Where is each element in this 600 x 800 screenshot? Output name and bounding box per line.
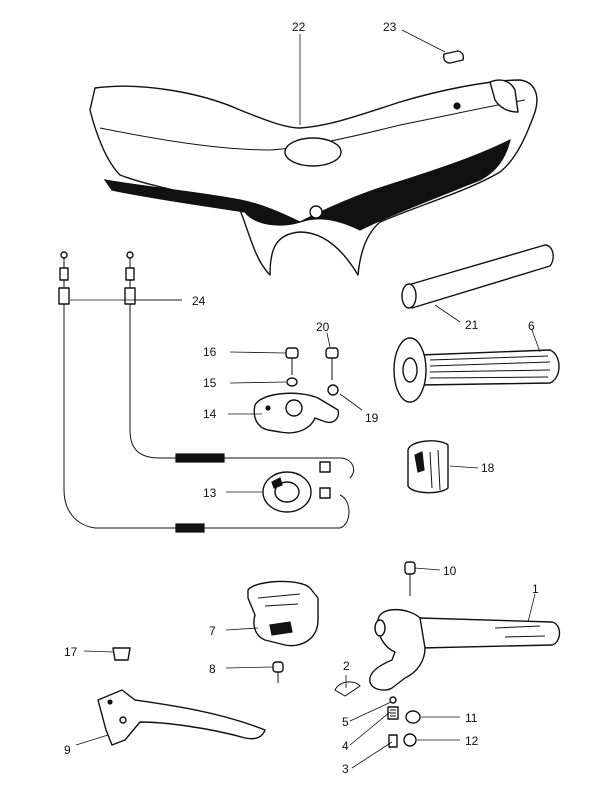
leader-lines xyxy=(70,29,541,769)
throttle-small-parts xyxy=(334,681,421,748)
callout-19: 19 xyxy=(365,411,379,425)
brake-lever-part xyxy=(97,689,266,746)
screws-washers-part xyxy=(285,347,339,396)
callout-labels: 22 23 24 21 6 20 16 15 14 19 18 13 10 1 … xyxy=(64,20,539,776)
callout-4: 4 xyxy=(342,739,349,753)
callout-8: 8 xyxy=(209,662,216,676)
throttle-tube-part xyxy=(401,244,554,309)
lever-pin-part xyxy=(112,647,131,661)
callout-7: 7 xyxy=(209,624,216,638)
callout-9: 9 xyxy=(64,743,71,757)
pulley-drum-part xyxy=(407,440,449,494)
lever-clamp-part xyxy=(247,580,319,647)
handlebar-grip-part xyxy=(393,337,560,403)
callout-23: 23 xyxy=(383,20,397,34)
callout-16: 16 xyxy=(203,345,217,359)
callout-13: 13 xyxy=(203,486,217,500)
small-cap-part xyxy=(443,50,465,64)
callout-5: 5 xyxy=(342,715,349,729)
callout-20: 20 xyxy=(316,320,330,334)
throttle-housing-part xyxy=(369,608,561,691)
callout-17: 17 xyxy=(64,645,78,659)
handlebar-cover-part xyxy=(89,79,538,276)
callout-18: 18 xyxy=(481,461,495,475)
control-cables-part xyxy=(58,251,355,533)
callout-12: 12 xyxy=(465,734,479,748)
small-bolt-part xyxy=(404,561,416,596)
callout-11: 11 xyxy=(465,711,478,725)
callout-14: 14 xyxy=(203,407,217,421)
callout-2: 2 xyxy=(343,659,350,673)
callout-24: 24 xyxy=(192,294,206,308)
clamp-screw-part xyxy=(272,661,284,683)
callout-15: 15 xyxy=(203,376,217,390)
callout-3: 3 xyxy=(342,762,349,776)
callout-1: 1 xyxy=(532,582,539,596)
callout-22: 22 xyxy=(292,20,306,34)
callout-6: 6 xyxy=(528,319,535,333)
cable-spool-part xyxy=(262,471,312,513)
callout-21: 21 xyxy=(465,318,479,332)
mounting-bracket-part xyxy=(253,392,340,434)
callout-10: 10 xyxy=(443,564,457,578)
